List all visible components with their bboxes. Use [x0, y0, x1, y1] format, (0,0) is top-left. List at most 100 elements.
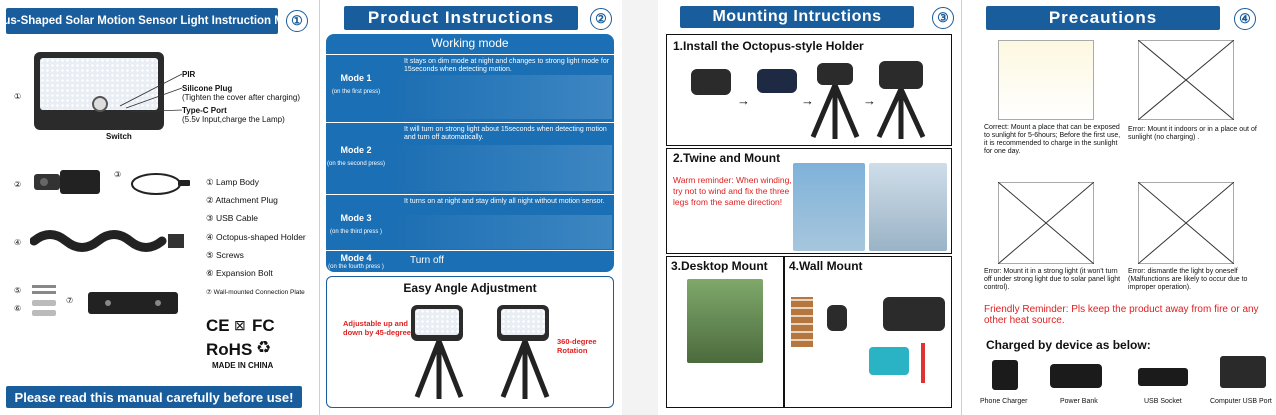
cert-ce: CE [206, 316, 230, 335]
precaution-error2: Error: Mount it in a strong light (it wo… [984, 268, 1121, 291]
error1-illustration [1138, 40, 1234, 120]
step1-assembled [879, 61, 923, 89]
mode-1-scene [396, 75, 612, 119]
panel1-footer: Please read this manual carefully before… [6, 386, 302, 408]
mode-3-label: Mode 3 [340, 213, 372, 223]
panel2-number: ② [590, 8, 612, 30]
parts-list-octopus-holder: ④ Octopus-shaped Holder [206, 232, 306, 242]
item-marker-1: ① [14, 92, 22, 101]
arrow-icon: → [863, 93, 876, 108]
friendly-reminder: Friendly Reminder: Pls keep the product … [984, 304, 1259, 326]
parts-list-attachment-plug: ② Attachment Plug [206, 195, 278, 205]
step4-plate [827, 305, 847, 331]
device-computer-usb: Computer USB Port [1210, 398, 1272, 405]
lamp-body-image [34, 52, 164, 130]
mode-3-sub: (on the third press ) [329, 229, 383, 235]
mode-3-scene [396, 215, 612, 249]
recycle-icon: ♻ [256, 338, 272, 357]
tripod-right [500, 341, 550, 399]
mode-2-sub: (on the second press) [326, 161, 386, 167]
correct-illustration [998, 40, 1094, 120]
error1-x-icon [1138, 40, 1234, 120]
pir-sensor [92, 96, 108, 112]
angle-adjustment-box: Easy Angle Adjustment Adjustable up and … [326, 276, 614, 408]
parts-list-usb-cable: ③ USB Cable [206, 213, 259, 223]
step3-photo [687, 279, 763, 363]
drill-image [869, 347, 909, 375]
step2-box: 2.Twine and Mount Warm reminder: When wi… [666, 148, 952, 254]
device-power-bank: Power Bank [1060, 398, 1098, 405]
step1-title: 1.Install the Octopus-style Holder [673, 39, 864, 53]
step1-box: 1.Install the Octopus-style Holder → → → [666, 34, 952, 146]
mode-4-row: Mode 4 (on the fourth press ) Turn off [326, 250, 614, 272]
device-phone-charger: Phone Charger [980, 398, 1028, 405]
screwdriver-image [921, 343, 925, 383]
made-in-china: MADE IN CHINA [212, 361, 274, 370]
step4-box: 4.Wall Mount [784, 256, 952, 408]
parts-list-screws: ⑤ Screws [206, 250, 244, 260]
callout-silicone-note: (Tighten the cover after charging) [182, 93, 300, 102]
panel3-title: Mounting Intructions [680, 6, 914, 28]
item-marker-2: ② [14, 180, 22, 189]
step1-tripod-assembled [876, 89, 926, 139]
working-mode-table: Working mode Mode 1 (on the first press)… [326, 34, 614, 272]
computer-usb-image [1220, 356, 1266, 388]
tripod-left [414, 341, 464, 399]
step2-title: 2.Twine and Mount [673, 151, 781, 165]
item-marker-7: ⑦ [66, 296, 74, 305]
screws-image [32, 285, 56, 294]
expansion-bolt-image [32, 300, 56, 316]
precaution-error3: Error: dismantle the light by oneself (M… [1128, 268, 1248, 291]
weee-icon: ⊠ [234, 317, 246, 333]
mode-4-label: Mode 4 [340, 253, 372, 263]
arrow-icon: → [801, 93, 814, 108]
step4-lamp [883, 297, 945, 331]
power-bank-image [1050, 364, 1102, 388]
parts-list-expansion-bolt: ⑥ Expansion Bolt [206, 268, 273, 278]
angle-left-label: Adjustable up and down by 45-degree [343, 319, 411, 337]
callout-pir: PIR [182, 70, 196, 79]
error2-x-icon [998, 182, 1094, 264]
mode-3-desc: It turns on at night and stay dimly all … [404, 198, 605, 205]
panel1-title: Octopus-Shaped Solar Motion Sensor Light… [0, 8, 314, 34]
brick-wall-image [791, 297, 813, 347]
mode-4-desc: Turn off [410, 255, 444, 266]
panel2-title: Product Instructions [344, 6, 578, 30]
panel3-number: ③ [932, 7, 954, 29]
callout-lines [120, 73, 183, 117]
error2-illustration [998, 182, 1094, 264]
angle-lamp-left [411, 305, 463, 341]
mode-2-row: Mode 2 (on the second press) It will tur… [326, 122, 614, 192]
item-marker-5: ⑤ [14, 286, 22, 295]
panel-product-instructions: Product Instructions ② Working mode Mode… [320, 0, 620, 415]
attachment-plug-image [34, 170, 100, 194]
spread-gap [622, 0, 658, 415]
phone-charger-image [992, 360, 1018, 390]
step2-photo-1 [793, 163, 865, 251]
parts-list-wall-plate: ⑦ Wall-mounted Connection Plate [206, 289, 305, 296]
callout-type-c-note: (5.5v Input,charge the Lamp) [182, 115, 285, 124]
callout-type-c: Type-C Port [182, 106, 227, 115]
error3-x-icon [1138, 182, 1234, 264]
warm-reminder: Warm reminder: When winding, try not to … [673, 175, 792, 207]
cert-fc: FC [252, 316, 275, 335]
mode-1-label: Mode 1 [340, 73, 372, 83]
step1-lamp [691, 69, 731, 95]
mode-4-sub: (on the fourth press ) [328, 264, 384, 270]
callout-silicone-plug: Silicone Plug [182, 84, 233, 93]
working-mode-header: Working mode [431, 36, 509, 50]
step1-tripod [810, 85, 860, 139]
step4-title: 4.Wall Mount [789, 259, 863, 273]
panel-precautions: Precautions ④ Correct: Mount a place tha… [962, 0, 1276, 415]
panel4-number: ④ [1234, 8, 1256, 30]
device-usb-socket: USB Socket [1144, 398, 1182, 405]
mode-2-scene [396, 145, 612, 191]
angle-title: Easy Angle Adjustment [403, 281, 537, 295]
mode-1-desc: It stays on dim mode at night and change… [404, 58, 610, 73]
arrow-icon: → [737, 93, 750, 108]
panel-mounting: Mounting Intructions ③ 1.Install the Oct… [660, 0, 960, 415]
parts-list-lamp-body: ① Lamp Body [206, 177, 259, 187]
item-marker-4: ④ [14, 238, 22, 247]
step1-holder [817, 63, 853, 85]
